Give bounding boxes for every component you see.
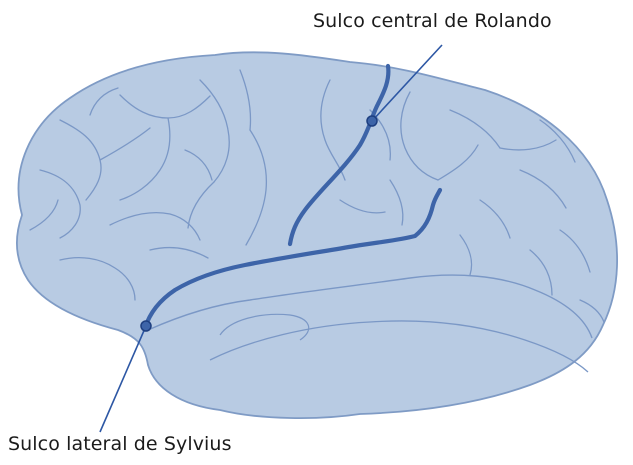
- central-sulcus-label: Sulco central de Rolando: [313, 10, 552, 32]
- brain-outline: [17, 52, 617, 418]
- lateral-sulcus-marker: [141, 321, 151, 331]
- central-sulcus-marker: [367, 116, 377, 126]
- lateral-sulcus-label: Sulco lateral de Sylvius: [8, 433, 232, 455]
- lateral-sulcus-leader-line: [100, 326, 146, 432]
